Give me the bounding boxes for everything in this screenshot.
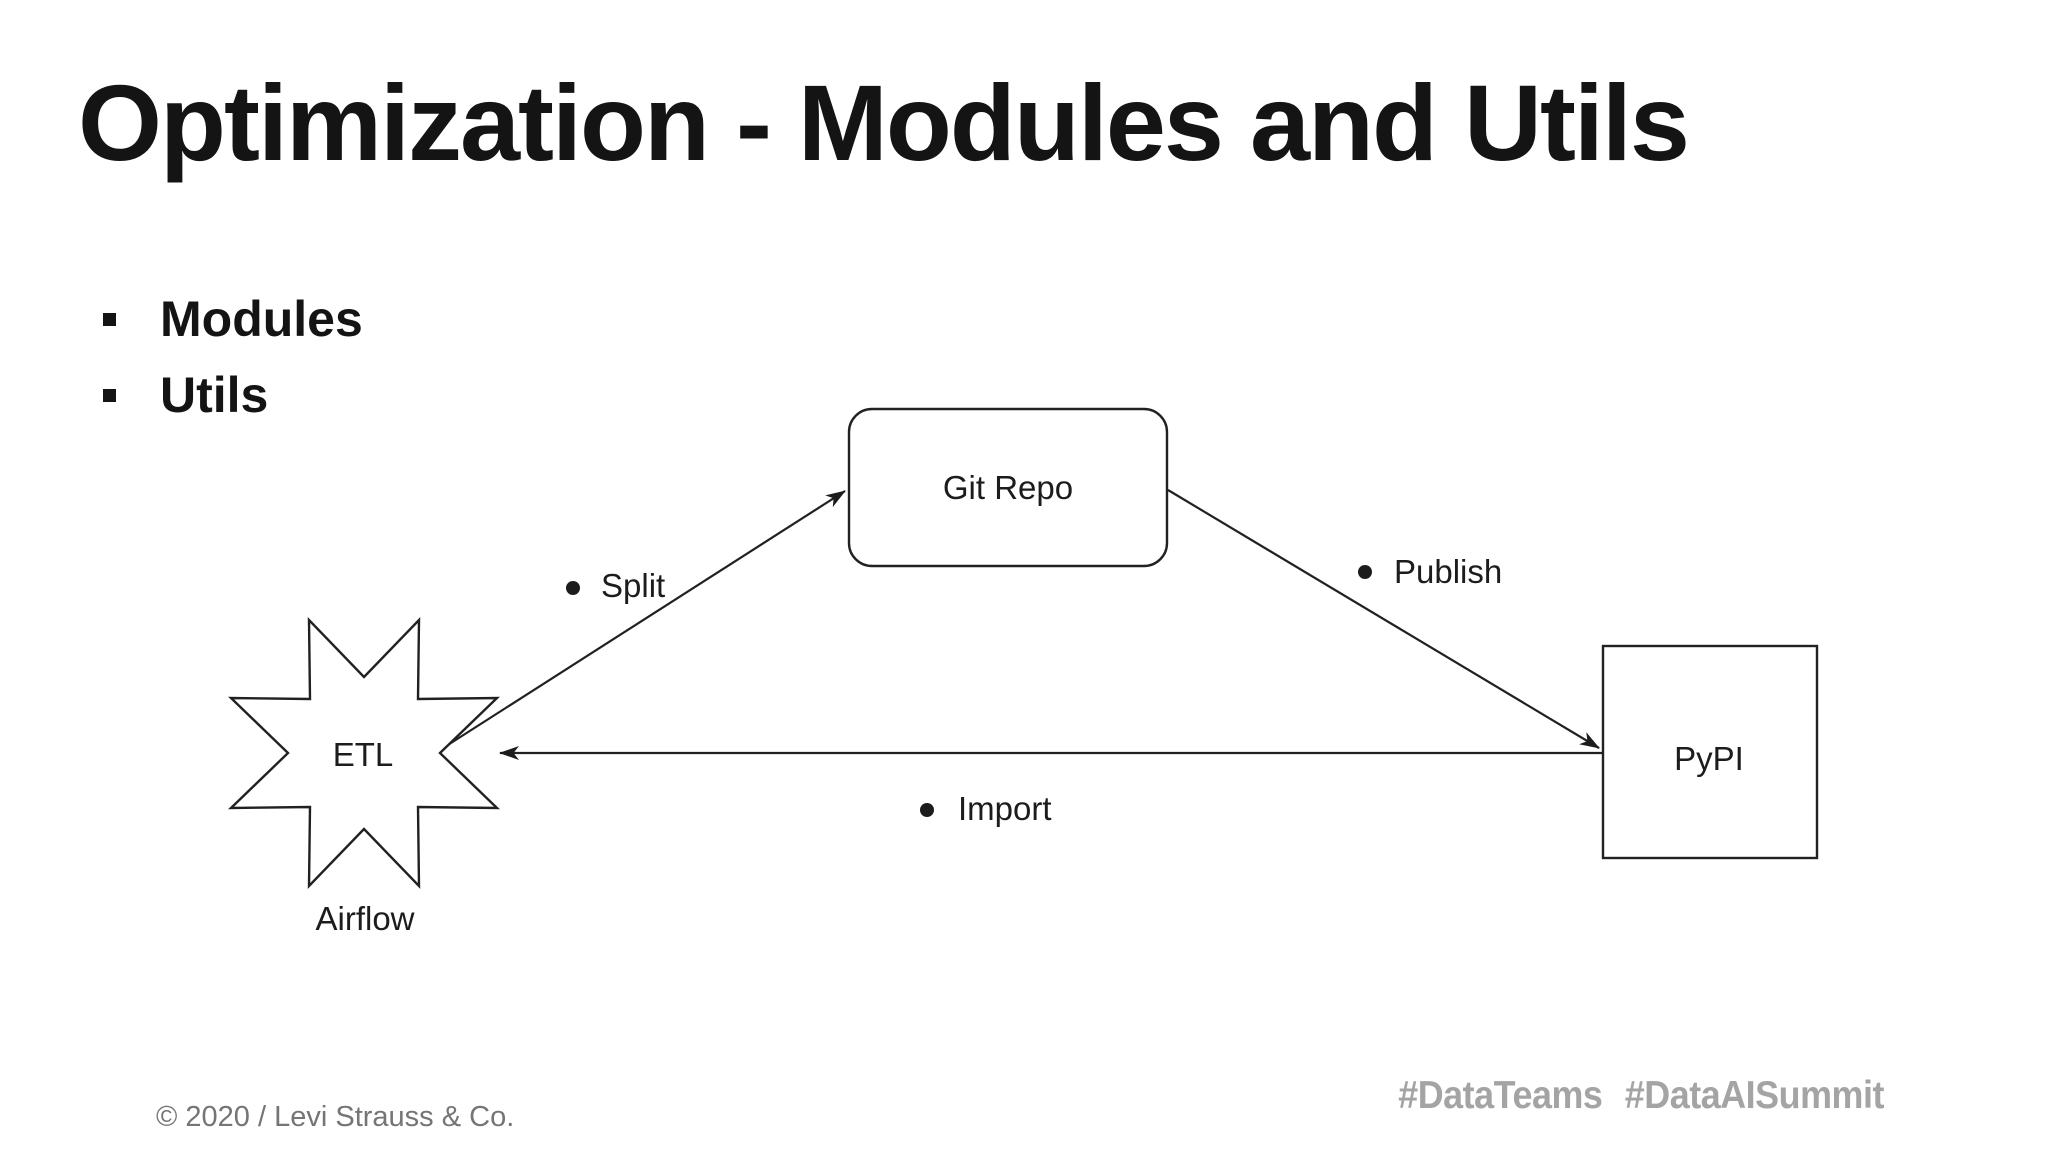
git-repo-node[interactable] bbox=[847, 407, 1169, 568]
square-bullet-icon bbox=[103, 312, 116, 326]
git-repo-label: Git Repo bbox=[943, 469, 1073, 506]
publish-edge-label: Publish bbox=[1394, 553, 1502, 590]
slide-title: Optimization - Modules and Utils bbox=[78, 62, 1690, 183]
dot-bullet-icon bbox=[920, 803, 934, 817]
dot-bullet-icon bbox=[1358, 565, 1372, 579]
split-edge-label: Split bbox=[601, 567, 665, 604]
bullet-list: Modules Utils bbox=[103, 281, 363, 433]
pypi-label: PyPI bbox=[1674, 740, 1744, 777]
publish-arrow bbox=[1167, 489, 1600, 749]
square-bullet-icon bbox=[103, 388, 116, 402]
bullet-item-modules: Modules bbox=[103, 281, 363, 357]
etl-label: ETL bbox=[333, 736, 394, 773]
etl-star-shape[interactable] bbox=[227, 616, 501, 890]
import-edge-label: Import bbox=[958, 790, 1052, 827]
copyright-text: © 2020 / Levi Strauss & Co. bbox=[156, 1101, 515, 1133]
bullet-label: Modules bbox=[160, 291, 363, 347]
dot-bullet-icon bbox=[566, 581, 580, 595]
pypi-node[interactable] bbox=[1601, 644, 1819, 860]
hashtags-text: #DataTeams #DataAISummit bbox=[1398, 1074, 1884, 1117]
bullet-label: Utils bbox=[160, 367, 269, 423]
bullet-item-utils: Utils bbox=[103, 357, 363, 433]
airflow-caption: Airflow bbox=[315, 900, 414, 937]
split-arrow bbox=[439, 490, 846, 751]
